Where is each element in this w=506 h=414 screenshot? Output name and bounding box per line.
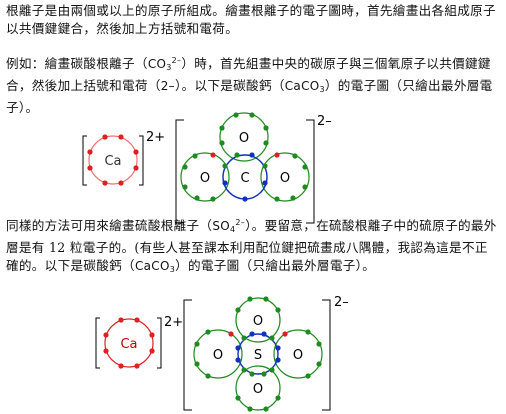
gained-electrons — [210, 152, 280, 158]
right-bracket — [157, 317, 162, 369]
oxygen-symbol-top: O — [253, 314, 263, 329]
right-bracket — [306, 119, 315, 224]
left-bracket — [183, 299, 192, 411]
oxygen-symbol-bottom: O — [253, 382, 263, 397]
oxygen-shell-right — [260, 152, 310, 202]
carbonate-paragraph: 例如：繪畫碳酸根離子（CO32–）時，首先組畫中央的碳原子與三個氧原子以共價鍵鍵… — [6, 52, 500, 117]
carbonate-formula: CO32– — [147, 56, 182, 72]
carbonate-ion: 2– O O O C — [175, 112, 332, 224]
intro-text: 根離子是由兩個或以上的原子所組成。繪畫根離子的電子圖時，首先繪畫出各組成原子以共… — [6, 3, 496, 36]
sulfate-paragraph: 同樣的方法可用來繪畫硫酸根離子（SO42–）。要留意，在硫酸根離子中的硫原子的最… — [6, 214, 500, 279]
oxygen-shell-right — [273, 329, 323, 379]
calcium-carbonate-formula: CaCO3 — [284, 79, 325, 94]
oxygen-symbol-right: O — [293, 348, 303, 363]
carbonate-text-4: ）的電子圖（只繪出最外層電子）。 — [6, 78, 493, 115]
gained-electrons — [228, 331, 288, 337]
carbonate-text-2: ）時，首先組畫中央的碳原子與三個氧原子以共價鍵鍵合，然後加上括號和電荷（ — [6, 56, 491, 93]
sulfate-ion: 2– O O O O S — [183, 295, 349, 412]
left-bracket — [82, 135, 87, 186]
oxygen-shell-top — [219, 112, 269, 162]
right-bracket — [139, 135, 144, 186]
calcium-shell — [104, 318, 154, 368]
sulfate-text-3: ）的電子圖（只繪出最外層電子）。 — [175, 258, 376, 273]
oxygen-symbol-left: O — [213, 348, 223, 363]
calcium-symbol: Ca — [104, 154, 121, 169]
oxygen-shell-left — [180, 152, 230, 202]
oxygen-symbol-right: O — [280, 171, 290, 186]
sulfate-diagram: Ca 2+ 2– O O O O S — [95, 295, 349, 412]
carbonate-text-3: ）。以下是碳酸鈣（ — [174, 78, 285, 93]
sulfate-text-2: ）。要留意，在硫酸根離子中的硫原子的最外層是有 12 粒電子的。(有些人甚至課本… — [6, 218, 497, 273]
shared-oxygen-electrons — [241, 335, 275, 377]
left-bracket — [95, 317, 100, 369]
carbon-symbol: C — [240, 171, 249, 186]
carbonate-charge-label: 2– — [317, 114, 332, 129]
calcium-electrons — [103, 317, 155, 369]
calcium-shell — [88, 135, 138, 185]
calcium-carbonate-formula-2: CaCO3 — [134, 259, 176, 274]
oxygen-shell-left — [193, 329, 243, 379]
calcium-charge: 2+ — [146, 130, 165, 145]
calcium-electrons — [87, 134, 139, 186]
calcium-carbonate-diagram: Ca 2+ 2– O O O C — [82, 112, 332, 224]
right-bracket — [322, 299, 331, 411]
sulfur-electrons — [235, 331, 281, 363]
calcium-ion-1: Ca 2+ — [82, 130, 165, 186]
sulfate-text-1: 同樣的方法可用來繪畫硫酸根離子（ — [6, 218, 213, 233]
oxygen-symbol-left: O — [200, 171, 210, 186]
sulfur-shell — [237, 333, 279, 375]
sulfate-formula: SO42– — [212, 218, 246, 234]
calcium-ion-2: Ca 2+ — [95, 315, 183, 369]
oxygen-electrons — [194, 296, 322, 412]
oxygen-symbol-top: O — [239, 131, 249, 146]
carbonate-text-1: 例如：繪畫碳酸根離子（ — [6, 56, 148, 71]
intro-paragraph: 根離子是由兩個或以上的原子所組成。繪畫根離子的電子圖時，首先繪畫出各組成原子以共… — [6, 2, 500, 38]
sulfur-symbol: S — [254, 348, 262, 363]
left-bracket — [175, 119, 184, 224]
carbonate-charge: 2– — [160, 79, 175, 93]
calcium-symbol: Ca — [120, 337, 137, 352]
oxygen-electrons — [182, 112, 308, 202]
oxygen-shell-bottom — [235, 365, 281, 411]
sulfate-charge-label: 2– — [334, 295, 349, 310]
carbon-electrons — [222, 152, 268, 202]
oxygen-shell-top — [235, 297, 281, 343]
calcium-charge: 2+ — [164, 315, 183, 330]
